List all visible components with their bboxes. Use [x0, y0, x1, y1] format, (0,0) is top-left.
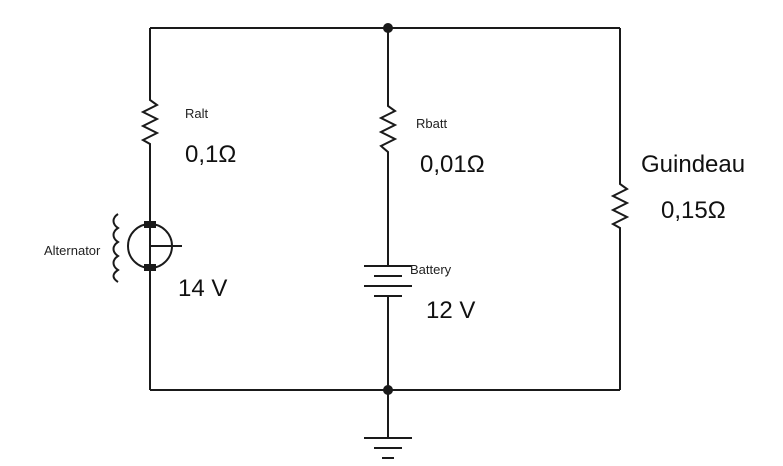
top-junction-node [383, 23, 393, 33]
battery-voltage: 12 V [426, 297, 475, 324]
rbatt-resistor [378, 102, 398, 156]
alternator-field-coil [112, 213, 120, 283]
guindeau-resistance: 0,15Ω [661, 197, 726, 224]
ralt-resistor [140, 96, 160, 148]
alternator-voltage: 14 V [178, 275, 227, 302]
alternator-label: Alternator [44, 243, 101, 258]
alternator-symbol [112, 213, 182, 283]
battery-label: Battery [410, 262, 452, 277]
battery-symbol [364, 265, 412, 297]
rbatt-resistance: 0,01Ω [420, 151, 485, 178]
bottom-junction-node [383, 385, 393, 395]
rbatt-label: Rbatt [416, 116, 447, 131]
ralt-resistance: 0,1Ω [185, 141, 236, 168]
wiring [149, 27, 621, 438]
guindeau-label: Guindeau [641, 151, 745, 178]
guindeau-resistor [610, 180, 630, 230]
ground-icon [364, 437, 412, 459]
ralt-label: Ralt [185, 106, 209, 121]
